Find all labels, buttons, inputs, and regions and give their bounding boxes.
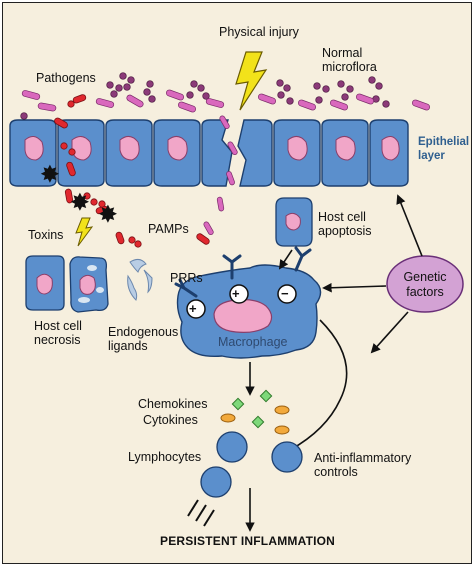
label-anti-inflammatory-controls: Anti-inflammatory controls [314,451,412,479]
receptor-sign-circle [229,284,249,304]
chemokines [231,389,273,429]
pathogen-rod [54,117,68,129]
necrotic-cells [25,255,109,313]
epithelial-cell [321,119,369,187]
arrow-genetic-to-epithelial [396,194,423,257]
epithelial-cell [273,119,321,187]
label-prrs: PRRs [170,271,203,285]
pathogen-coccus [68,148,76,156]
prr-receptors [174,246,312,298]
microflora-rods [21,89,430,235]
label-chemokines: Chemokines [138,397,208,411]
label-pathogens: Pathogens [36,71,96,85]
pathogens [54,94,210,248]
label-physical-injury: Physical injury [219,25,299,39]
lymphocyte [271,441,303,473]
label-persistent-inflammation: PERSISTENT INFLAMMATION [160,534,336,548]
genetic-factors-bubble [386,255,464,313]
apoptotic-cell [275,197,313,247]
pathogen-coccus [60,142,68,150]
epithelial-cell [105,119,153,187]
receptor-sign-middle: + [232,286,240,301]
epithelial-cell [369,119,409,187]
arrow-genetic-to-macrophage [322,282,387,293]
pathogen-rod [72,94,87,104]
normal-microflora [20,72,390,120]
toxin-lightning-icon [75,217,94,247]
label-host-cell-apoptosis: Host cell apoptosis [318,210,372,238]
cytokines [220,405,290,435]
label-normal-microflora: Normal microflora [322,46,377,74]
pathogen-coccus [128,236,136,244]
receptor-sign-left: + [189,301,197,316]
epithelial-cell [57,119,105,187]
damaged-epithelial-cell [201,119,273,187]
epithelial-cell [153,119,201,187]
lymphocyte [216,431,248,463]
pathogen-rod [115,231,125,245]
pathogen-coccus [98,200,106,208]
label-pamps: PAMPs [148,222,189,236]
label-lymphocytes: Lymphocytes [128,450,202,464]
arrow-apoptosis-to-macrophage [278,249,293,270]
label-cytokines: Cytokines [143,413,198,427]
motion-lines [187,499,215,527]
arrow-genetic-to-anti-inflammatory [370,311,409,354]
macrophage-nucleus [213,299,273,333]
label-genetic-factors: Genetic factors [403,270,447,299]
lymphocytes [200,431,303,498]
pathogen-coccus [134,240,142,248]
pathogen-rod [196,233,210,245]
label-toxins: Toxins [28,228,64,242]
toxin-particles [40,164,117,223]
receptor-sign-circle [186,299,206,319]
lymphocyte [200,466,232,498]
pathogen-coccus [90,198,98,206]
label-macrophage: Macrophage [218,335,288,349]
label-epithelial-layer: Epithelial layer [418,136,470,162]
label-endogenous-ligands: Endogenous ligands [108,325,179,353]
pathogen-rod [66,161,76,177]
epithelial-layer [9,119,409,187]
receptor-sign-right: − [281,286,289,301]
arrows [245,194,423,532]
endogenous-ligand-fragments [127,258,153,301]
lightning-icon [235,51,268,111]
receptor-sign-badges [186,284,297,319]
label-host-cell-necrosis: Host cell necrosis [34,319,82,347]
pathogen-coccus [67,100,75,108]
inhibition-curve [285,319,348,457]
pathogen-rod [64,188,74,204]
receptor-sign-circle [277,284,297,304]
